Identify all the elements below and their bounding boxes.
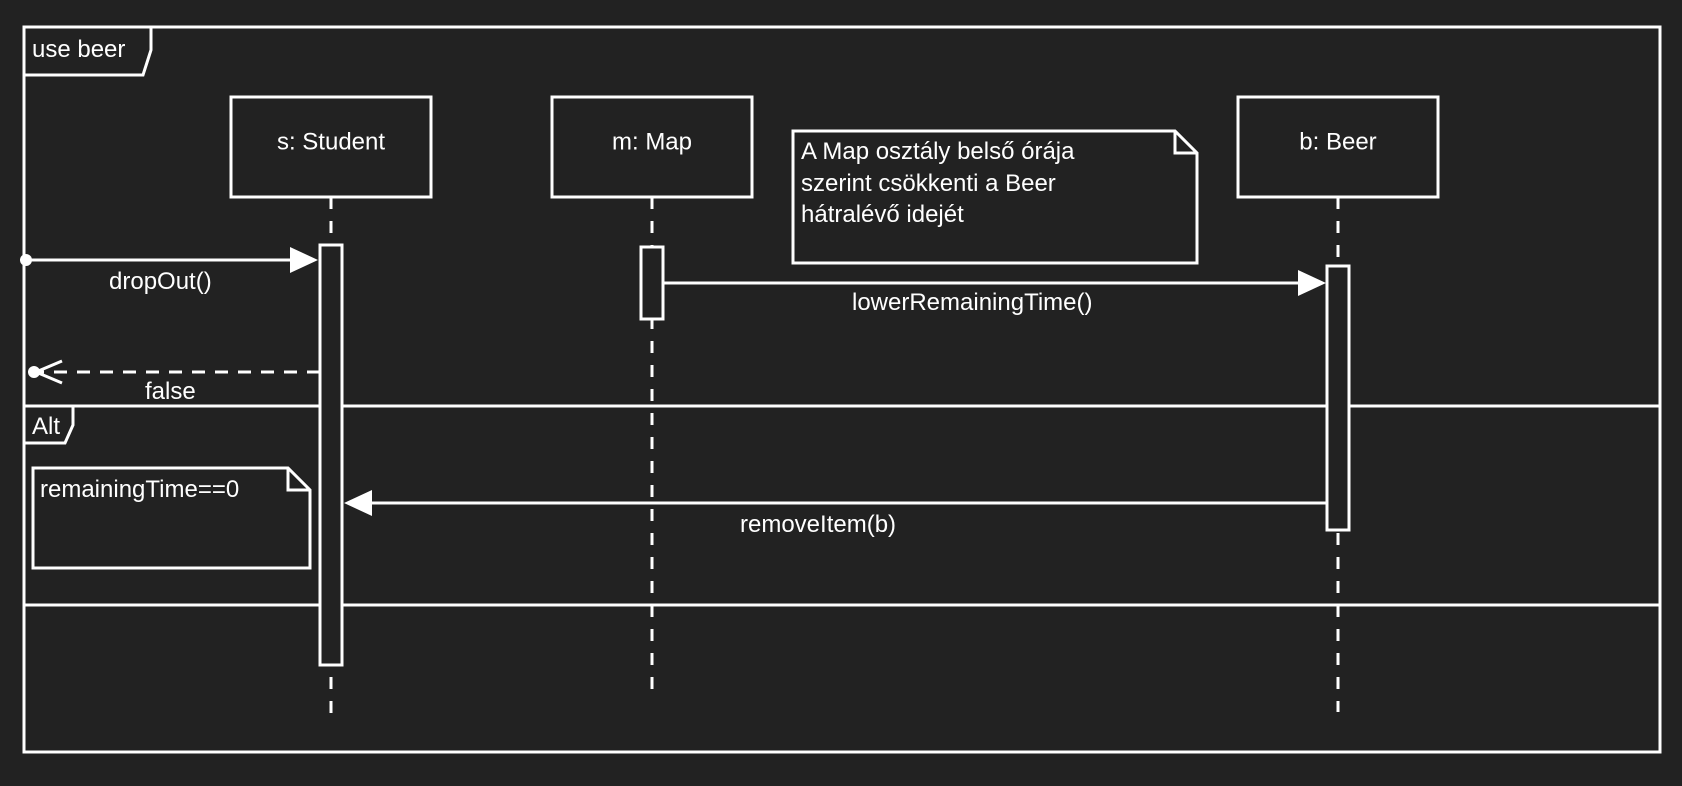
frame-label: use beer: [32, 36, 125, 63]
lifeline-map-label: m: Map: [612, 128, 692, 155]
dropout-label: dropOut(): [109, 268, 212, 295]
lifeline-beer-label: b: Beer: [1299, 128, 1376, 155]
info-note-line-1: A Map osztály belső órája: [801, 138, 1075, 165]
lower-remaining-time-label: lowerRemainingTime(): [852, 289, 1093, 316]
frame-tab: [22, 25, 153, 77]
alt-tab: [22, 404, 75, 445]
info-note-fold: [1173, 131, 1197, 155]
guard-note-fold: [286, 468, 310, 492]
lifeline-student-head[interactable]: [229, 95, 433, 199]
remove-item-arrowhead: [344, 490, 372, 516]
info-note-line-2: szerint csökkenti a Beer: [801, 170, 1056, 197]
false-return-arrowhead: [32, 359, 63, 385]
alt-label: Alt: [32, 413, 60, 440]
guard-note: [31, 466, 312, 570]
false-return-label: false: [145, 378, 196, 405]
info-note: [791, 129, 1199, 265]
lower-remaining-time-arrowhead: [1298, 270, 1326, 296]
guard-note-text: remainingTime==0: [40, 476, 239, 503]
student-activation: [318, 243, 344, 667]
outer-frame: [22, 25, 1662, 754]
beer-activation: [1325, 264, 1351, 532]
lifeline-student-label: s: Student: [277, 128, 385, 155]
map-activation: [639, 245, 665, 321]
dropout-arrowhead: [290, 247, 318, 273]
lifeline-beer-head[interactable]: [1236, 95, 1440, 199]
info-note-line-3: hátralévő idejét: [801, 201, 964, 228]
remove-item-label: removeItem(b): [740, 511, 896, 538]
